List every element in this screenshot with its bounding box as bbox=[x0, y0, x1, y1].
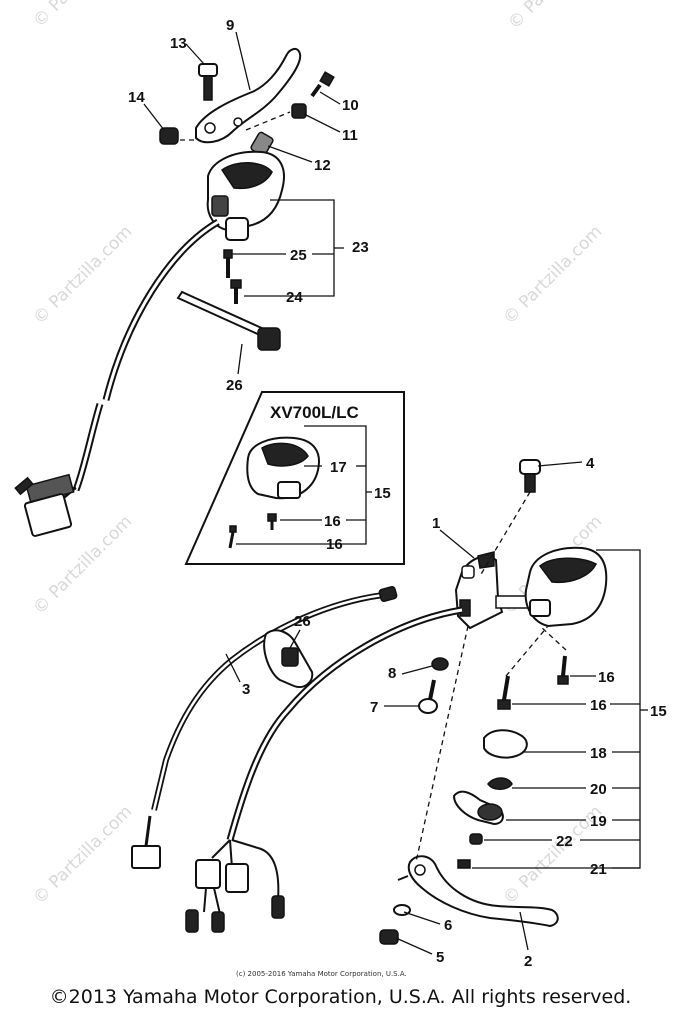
screw-part-16-inset-long bbox=[228, 525, 237, 549]
inset-frame bbox=[184, 391, 405, 565]
washer-part-8 bbox=[431, 657, 449, 671]
lever-bracket-part-1 bbox=[454, 551, 504, 630]
cable-band-part-26-lower bbox=[263, 629, 314, 688]
callout-16-inset-long: 16 bbox=[326, 536, 343, 553]
assembly-line bbox=[415, 625, 469, 863]
nut-part-14 bbox=[159, 127, 179, 145]
nut-part-11 bbox=[291, 103, 307, 119]
callout-16-inset: 16 bbox=[324, 513, 341, 530]
screw-part-16 bbox=[557, 655, 569, 685]
bolt-part-7 bbox=[418, 679, 438, 714]
handlebar-switch-right-part-15 bbox=[524, 546, 608, 628]
leader-lines bbox=[143, 31, 648, 955]
callout-7: 7 bbox=[370, 699, 378, 716]
watermark: © Partzilla.com bbox=[29, 802, 136, 909]
callout-25: 25 bbox=[290, 247, 307, 264]
screw-part-10 bbox=[310, 71, 335, 98]
screw-part-16 bbox=[497, 675, 511, 710]
screw-part-25 bbox=[223, 249, 233, 278]
watermark: © Partzilla.com bbox=[29, 222, 136, 329]
assembly-line bbox=[245, 111, 291, 131]
callout-4: 4 bbox=[586, 455, 595, 472]
callout-24: 24 bbox=[286, 289, 303, 306]
pivot-hole bbox=[233, 117, 243, 127]
clutch-lever-part-9 bbox=[195, 48, 302, 144]
callout-6: 6 bbox=[444, 917, 452, 934]
assembly-line bbox=[539, 625, 567, 651]
connector-cluster bbox=[185, 839, 285, 933]
washer-part-22 bbox=[469, 833, 483, 845]
wire-harness bbox=[74, 403, 102, 491]
callout-17: 17 bbox=[330, 459, 347, 476]
callout-15-inset: 15 bbox=[374, 485, 391, 502]
callout-26: 26 bbox=[226, 377, 243, 394]
watermark: © Partzilla.com bbox=[29, 0, 136, 32]
callout-13: 13 bbox=[170, 35, 187, 52]
wire-harness bbox=[104, 220, 219, 401]
callout-21: 21 bbox=[590, 861, 607, 878]
callout-10: 10 bbox=[342, 97, 359, 114]
callout-1: 1 bbox=[432, 515, 440, 532]
callout-5: 5 bbox=[436, 949, 444, 966]
callout-20: 20 bbox=[590, 781, 607, 798]
assembly-line bbox=[505, 625, 549, 677]
pivot-hole bbox=[204, 122, 216, 134]
callout-11: 11 bbox=[342, 127, 358, 144]
connector-block bbox=[14, 473, 77, 537]
callout-3: 3 bbox=[242, 681, 250, 698]
screw-part-16-inset bbox=[267, 513, 277, 530]
watermark: © Partzilla.com bbox=[499, 222, 606, 329]
screw-part-24 bbox=[230, 279, 242, 304]
cable-band-part-26 bbox=[176, 290, 281, 351]
handlebar-switch-left-part-23 bbox=[206, 150, 285, 241]
callout-19: 19 bbox=[590, 813, 607, 830]
callout-26-lower: 26 bbox=[294, 613, 311, 630]
switch-cover-part-18 bbox=[483, 729, 528, 759]
callout-labels: 1 2 3 4 5 6 7 8 9 10 11 12 13 14 15 15 1… bbox=[128, 17, 667, 970]
callout-2: 2 bbox=[524, 953, 532, 970]
pivot-bolt-part-13 bbox=[198, 63, 218, 101]
switch-knob-part-19 bbox=[452, 790, 504, 826]
watermark-layer: © Partzilla.com © Partzilla.com © Partzi… bbox=[29, 0, 611, 909]
callout-16-lower: 16 bbox=[590, 697, 607, 714]
brake-lever-part-2 bbox=[397, 855, 559, 928]
callout-14: 14 bbox=[128, 89, 145, 106]
small-copyright: (c) 2005-2016 Yamaha Motor Corporation, … bbox=[236, 970, 407, 978]
wire-lead-part-3 bbox=[131, 586, 398, 869]
callout-15: 15 bbox=[650, 703, 667, 720]
callout-9: 9 bbox=[226, 17, 234, 34]
wire-harness-right bbox=[228, 608, 463, 841]
callout-23: 23 bbox=[352, 239, 369, 256]
callout-8: 8 bbox=[388, 665, 396, 682]
bolt-part-4 bbox=[519, 459, 541, 493]
footer-copyright: ©2013 Yamaha Motor Corporation, U.S.A. A… bbox=[49, 986, 632, 1008]
assembly-line bbox=[479, 491, 531, 577]
callout-12: 12 bbox=[314, 157, 331, 174]
switch-housing-part-17 bbox=[246, 436, 320, 500]
watermark: © Partzilla.com bbox=[504, 0, 611, 34]
screw-part-21 bbox=[457, 859, 471, 869]
inset-title: XV700L/LC bbox=[270, 403, 359, 422]
callout-18: 18 bbox=[590, 745, 607, 762]
spring-part-20 bbox=[487, 777, 513, 790]
callout-16: 16 bbox=[598, 669, 615, 686]
nut-part-5 bbox=[379, 929, 399, 945]
callout-22: 22 bbox=[556, 833, 573, 850]
